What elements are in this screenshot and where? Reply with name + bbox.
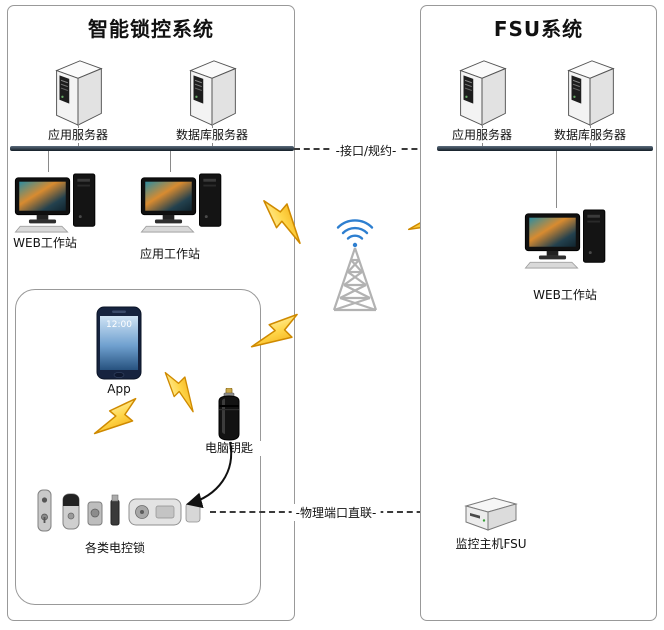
connector-line <box>48 151 49 172</box>
workstation-label: WEB工作站 <box>530 288 600 303</box>
connector-line <box>170 151 171 172</box>
desktop-workstation-icon <box>522 208 614 270</box>
workstation-label: 应用工作站 <box>132 247 208 262</box>
wifi-signal-icon <box>336 219 374 248</box>
connector-line <box>556 151 557 208</box>
desktop-workstation-icon <box>138 172 230 234</box>
fsu-host-box-icon <box>464 497 518 531</box>
locks-label: 各类电控锁 <box>73 541 157 556</box>
electronic-key-icon <box>212 388 246 442</box>
server-label: 数据库服务器 <box>544 128 636 143</box>
server-tower-icon <box>560 55 620 127</box>
tower-lattice <box>332 247 378 312</box>
desktop-workstation-icon <box>12 172 104 234</box>
interface-label: -接口/规约- <box>331 142 401 159</box>
server-tower-icon <box>182 55 242 127</box>
key-label: 电脑钥匙 <box>196 441 262 456</box>
workstation-label: WEB工作站 <box>10 236 80 251</box>
right-panel <box>420 5 657 621</box>
server-label: 数据库服务器 <box>166 128 258 143</box>
bus-bar-left <box>10 146 294 151</box>
curved-arrow-icon <box>186 441 233 509</box>
app-label: App <box>96 382 142 397</box>
bus-bar-right <box>437 146 653 151</box>
radio-tower-icon <box>332 219 378 312</box>
fsu-label: 监控主机FSU <box>448 537 534 552</box>
server-label: 应用服务器 <box>442 128 522 143</box>
physical-label: -物理端口直联- <box>291 504 381 521</box>
server-label: 应用服务器 <box>38 128 118 143</box>
left-panel-title: 智能锁控系统 <box>88 17 214 41</box>
phone-time: 12:00 <box>106 320 132 330</box>
smartphone-icon <box>96 306 142 380</box>
server-tower-icon <box>48 55 108 127</box>
right-panel-title: FSU系统 <box>493 17 584 41</box>
server-tower-icon <box>452 55 512 127</box>
